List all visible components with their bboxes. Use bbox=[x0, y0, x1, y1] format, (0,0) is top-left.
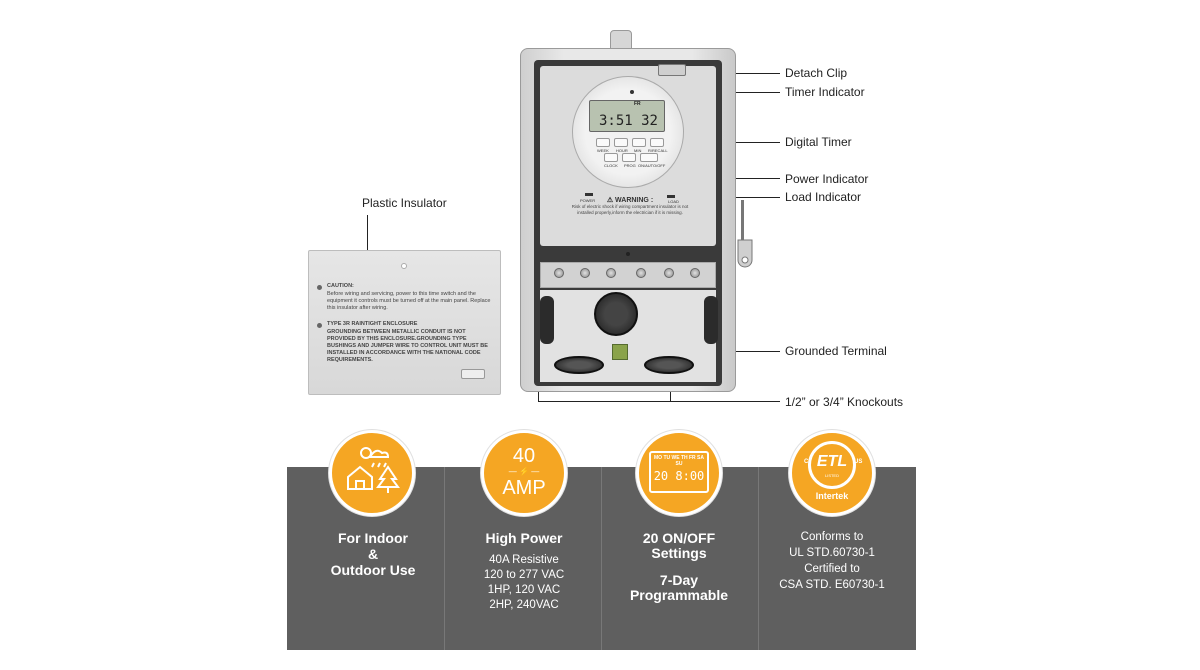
center-dot bbox=[626, 252, 630, 256]
callout-plastic-insulator: Plastic Insulator bbox=[362, 196, 447, 210]
insulator-tab bbox=[461, 369, 485, 379]
hour-button[interactable] bbox=[614, 138, 628, 147]
plastic-insulator: CAUTION: Before wiring and servicing, po… bbox=[308, 250, 501, 395]
callout-grounded-terminal: Grounded Terminal bbox=[785, 344, 887, 358]
grounded-terminal bbox=[612, 344, 628, 360]
lcd-schedule-icon: MO TU WE TH FR SA SU 20 8:00 bbox=[636, 430, 722, 516]
terminal-screw-icon bbox=[606, 268, 616, 278]
callout-power-indicator: Power Indicator bbox=[785, 172, 869, 186]
on-auto-off-button[interactable] bbox=[640, 153, 658, 162]
type3r-title: TYPE 3R RAINTIGHT ENCLOSURE bbox=[327, 321, 418, 327]
side-knockout-left bbox=[540, 296, 554, 344]
feature-program-title-2: Settings bbox=[651, 545, 707, 561]
divider bbox=[444, 467, 445, 650]
recall-button[interactable] bbox=[650, 138, 664, 147]
feature-program-title-3: 7-Day bbox=[659, 572, 699, 588]
amp-rating-icon: 40 — ⚡ — AMP bbox=[481, 430, 567, 516]
digital-timer bbox=[572, 76, 684, 188]
power-indicator bbox=[585, 193, 593, 196]
power-label: POWER bbox=[580, 198, 596, 203]
amp-unit: AMP bbox=[502, 477, 546, 499]
warning-body: Risk of electric shock if wiring compart… bbox=[571, 204, 689, 215]
side-knockout-right bbox=[704, 296, 718, 344]
etl-mark: ETL bbox=[816, 453, 848, 470]
bullet-icon bbox=[317, 285, 322, 290]
latch-icon bbox=[737, 200, 753, 268]
feature-cert-line-2: UL STD.60730-1 bbox=[789, 547, 875, 559]
terminal-screw-icon bbox=[554, 268, 564, 278]
terminal-screw-icon bbox=[690, 268, 700, 278]
lcd-days: MO TU WE TH FR SA SU bbox=[654, 455, 704, 467]
etl-c: C bbox=[804, 459, 809, 465]
callout-digital-timer: Digital Timer bbox=[785, 135, 852, 149]
hanging-tab bbox=[610, 30, 632, 50]
feature-power-line-4: 2HP, 240VAC bbox=[489, 599, 559, 611]
insulator-hole bbox=[401, 263, 407, 269]
lcd-time: 20 8:00 bbox=[653, 469, 705, 483]
load-label: LOAD bbox=[668, 199, 679, 204]
feature-power-line-2: 120 to 277 VAC bbox=[483, 569, 565, 581]
etl-ring bbox=[808, 441, 856, 489]
rear-knockout bbox=[594, 292, 638, 336]
week-button[interactable] bbox=[596, 138, 610, 147]
timer-display: 3:51 32 bbox=[589, 100, 665, 132]
etl-listed: LISTED bbox=[824, 473, 839, 478]
bullet-icon bbox=[317, 323, 322, 328]
warning-title: ⚠ WARNING : bbox=[606, 197, 654, 204]
caution-title: CAUTION: bbox=[327, 283, 354, 289]
feature-indoor-title-1: For Indoor bbox=[338, 530, 408, 546]
leader-line bbox=[367, 215, 368, 261]
timer-day: FR bbox=[634, 101, 641, 107]
min-label: MIN bbox=[634, 148, 642, 153]
terminal-screw-icon bbox=[636, 268, 646, 278]
feature-power-title: High Power bbox=[485, 530, 563, 546]
divider bbox=[758, 467, 759, 650]
type3r-body: GROUNDING BETWEEN METALLIC CONDUIT IS NO… bbox=[327, 329, 488, 363]
prog-button[interactable] bbox=[622, 153, 636, 162]
weather-house-tree-icon bbox=[329, 430, 415, 516]
recall-label: R/RECALL bbox=[648, 148, 668, 153]
etl-us: US bbox=[854, 459, 863, 465]
on-auto-off-label: ON/AUTO/OFF bbox=[638, 163, 666, 168]
feature-cert-line-1: Conforms to bbox=[800, 531, 864, 543]
feature-indoor-title-3: Outdoor Use bbox=[330, 562, 416, 578]
prog-label: PROG bbox=[624, 163, 636, 168]
hour-label: HOUR bbox=[616, 148, 628, 153]
feature-indoor-title-2: & bbox=[367, 546, 379, 562]
load-indicator bbox=[667, 195, 675, 198]
bottom-knockout-left bbox=[554, 356, 604, 374]
lcd-frame bbox=[649, 451, 709, 493]
feature-cert-line-3: Certified to bbox=[804, 563, 860, 575]
feature-cert-line-4: CSA STD. E60730-1 bbox=[779, 579, 885, 591]
detach-clip bbox=[658, 64, 686, 76]
leader-line bbox=[538, 401, 780, 402]
week-label: WEEK bbox=[597, 148, 609, 153]
feature-program-title-1: 20 ON/OFF bbox=[642, 530, 716, 546]
divider bbox=[601, 467, 602, 650]
bolt-icon: — ⚡ — bbox=[508, 467, 540, 476]
callout-knockouts: 1/2” or 3/4” Knockouts bbox=[785, 395, 904, 409]
amp-number: 40 bbox=[512, 445, 536, 467]
feature-power-line-3: 1HP, 120 VAC bbox=[487, 584, 561, 596]
warning-label: ⚠ WARNING : Risk of electric shock if wi… bbox=[570, 197, 690, 216]
min-button[interactable] bbox=[632, 138, 646, 147]
caution-body: Before wiring and servicing, power to th… bbox=[327, 291, 491, 311]
feature-program-title-4: Programmable bbox=[629, 587, 729, 603]
callout-load-indicator: Load Indicator bbox=[785, 190, 862, 204]
clock-button[interactable] bbox=[604, 153, 618, 162]
feature-power-line-1: 40A Resistive bbox=[489, 554, 559, 566]
bottom-knockout-right bbox=[644, 356, 694, 374]
clock-label: CLOCK bbox=[604, 163, 618, 168]
timer-indicator-led bbox=[630, 90, 634, 94]
terminal-strip bbox=[540, 262, 716, 288]
terminal-screw-icon bbox=[664, 268, 674, 278]
intertek-brand: Intertek bbox=[815, 491, 849, 501]
etl-intertek-icon: ETL C US LISTED Intertek bbox=[789, 430, 875, 516]
terminal-screw-icon bbox=[580, 268, 590, 278]
callout-timer-indicator: Timer Indicator bbox=[785, 85, 865, 99]
callout-detach-clip: Detach Clip bbox=[785, 66, 848, 80]
